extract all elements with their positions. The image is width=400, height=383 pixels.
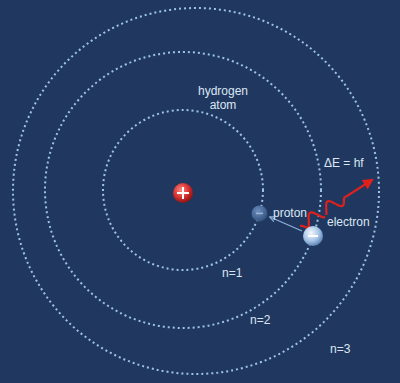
orbit-label: n=3: [330, 342, 350, 356]
orbit-label: n=1: [222, 266, 242, 280]
minus-sign: [308, 235, 318, 237]
particle-label: electron: [325, 215, 372, 229]
plus-sign: [177, 187, 189, 199]
ghost-electron: [252, 205, 268, 221]
particle-label: proton: [273, 206, 307, 220]
atom-title: hydrogen atom: [192, 84, 254, 112]
orbit-label: n=2: [250, 313, 270, 327]
energy-equation: ΔE = hf: [322, 156, 366, 170]
proton-sphere: [173, 183, 193, 203]
orbit-n2: [45, 52, 321, 328]
electron-sphere: [303, 226, 323, 246]
orbit-n3: [13, 8, 379, 374]
orbit-n1: [103, 110, 263, 270]
ghost-minus: [256, 213, 263, 215]
